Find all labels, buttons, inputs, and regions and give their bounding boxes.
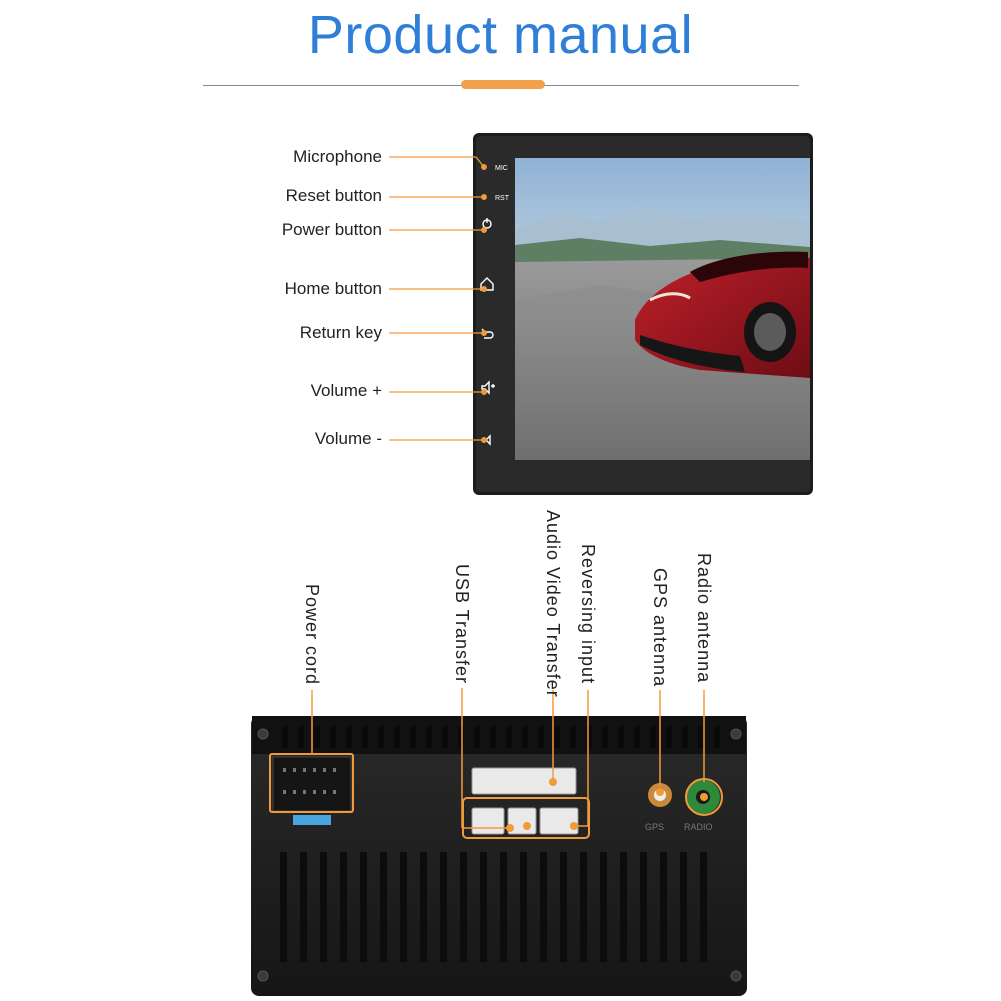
callout-volume-up: Volume + [310, 381, 382, 400]
callout-microphone: Microphone [293, 147, 382, 166]
callout-power-cord: Power cord [302, 584, 322, 686]
front-button-icons [480, 218, 495, 446]
callout-gps-antenna: GPS antenna [650, 568, 670, 688]
front-leaders [389, 156, 487, 443]
rear-leaders [269, 688, 723, 839]
callout-reversing-input: Reversing input [578, 544, 598, 685]
callout-radio-antenna: Radio antenna [694, 553, 714, 684]
page-title: Product manual [307, 5, 694, 65]
gps-port-marking: GPS [645, 822, 664, 832]
callout-audio-video-transfer: Audio Video Transfer [543, 510, 563, 698]
callout-usb-transfer: USB Transfer [452, 564, 472, 685]
rst-marking: RST [495, 195, 510, 202]
car-image [635, 251, 810, 378]
head-unit-front: MIC RST [473, 133, 813, 495]
display-screen [515, 158, 810, 460]
antenna-ports: GPS RADIO [645, 780, 720, 832]
callout-return-key: Return key [299, 323, 382, 342]
callout-power-button: Power button [281, 220, 382, 239]
callout-reset-button: Reset button [285, 186, 382, 205]
radio-port-marking: RADIO [684, 822, 713, 832]
mic-marking: MIC [495, 165, 508, 172]
title-divider-accent [461, 80, 545, 89]
callout-home-button: Home button [284, 279, 382, 298]
callout-volume-down: Volume - [314, 429, 382, 448]
head-unit-rear: GPS RADIO [251, 716, 747, 996]
